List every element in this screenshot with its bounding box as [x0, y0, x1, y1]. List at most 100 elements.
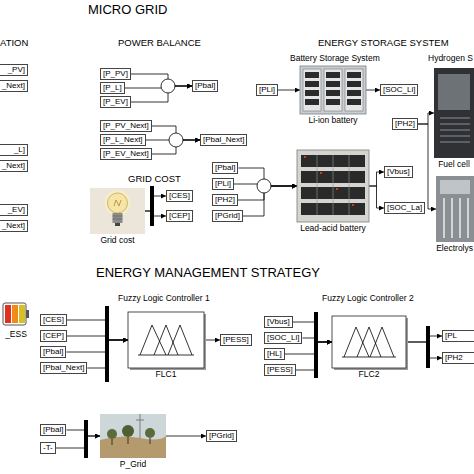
fuel-cell-photo [434, 68, 474, 158]
block-caption: Electrolys [436, 243, 473, 253]
lead-acid-battery-photo [304, 156, 354, 206]
signal-tag: -T- [40, 442, 56, 454]
li-ion-battery-photo [326, 81, 340, 87]
light-bulb [90, 188, 145, 234]
li-ion-battery-photo [347, 81, 361, 87]
li-ion-battery-photo [305, 72, 361, 105]
sum-block [257, 179, 271, 193]
sum-block [161, 79, 175, 93]
electrolyser-photo [436, 176, 474, 242]
section-label: ENERGY STORAGE SYSTEM [318, 38, 449, 48]
tag-text: _PV] [0, 65, 25, 75]
signal-tag: [PESS] [220, 334, 252, 346]
signal-tag: _EV] [0, 204, 28, 216]
tag-text: [Vbus] [267, 317, 290, 327]
lead-acid-battery-photo [304, 156, 306, 158]
li-ion-battery-photo [305, 81, 319, 87]
mux-bar [84, 420, 88, 458]
tag-text: [Pbal] [195, 81, 215, 91]
ess-battery-icon [3, 303, 29, 325]
light-bulb [113, 213, 123, 223]
lead-acid-battery-photo [301, 155, 365, 215]
tag-text: [PLi] [259, 85, 275, 95]
block-caption: FLC1 [156, 369, 177, 379]
signal-line [278, 90, 300, 91]
grid-landscape-photo [107, 429, 117, 439]
lead-acid-battery-photo [297, 150, 369, 222]
tag-text: [Pbal] [215, 163, 235, 173]
li-ion-battery-photo [326, 72, 340, 78]
tag-text: [Pbal_Next] [43, 363, 84, 373]
tag-text: [CEP] [169, 211, 190, 221]
signal-tag: [Vbus] [264, 316, 293, 328]
signal-line [204, 340, 220, 341]
tag-text: [P_EV_Next] [103, 149, 149, 159]
block-image: Lead-acid battery [297, 150, 369, 222]
fuel-cell-photo [440, 118, 470, 142]
block-image: P_Grid [100, 414, 166, 458]
fuel-cell-photo [434, 68, 474, 158]
block-image: Fuel cell [434, 68, 474, 158]
li-ion-battery-photo [324, 69, 342, 111]
signal-tag: [Pbal] [40, 424, 66, 436]
fuzzy-controller-block [138, 325, 194, 355]
tag-text: [PH2] [215, 195, 235, 205]
tag-text: [P_L_Next] [103, 135, 143, 145]
grid-landscape-photo [145, 428, 155, 438]
li-ion-battery-photo [303, 69, 321, 111]
signal-tag: [CEP] [166, 210, 193, 222]
signal-line [296, 342, 332, 370]
tag-text: _EV] [0, 205, 25, 215]
signal-line [243, 186, 297, 216]
signal-line [369, 172, 384, 186]
li-ion-battery-photo [347, 72, 361, 78]
electrolyser-photo [436, 176, 474, 242]
section-label: Fuzzy Logic Controller 2 [322, 294, 414, 303]
tag-text: [P_L] [103, 83, 122, 93]
light-bulb [108, 193, 128, 213]
tag-text: [PH2] [395, 119, 415, 129]
fuel-cell-photo [438, 74, 470, 110]
fuzzy-controller-block [332, 316, 408, 370]
li-ion-battery-photo [345, 69, 363, 111]
signal-line [166, 436, 206, 437]
tag-text: [CEP] [43, 331, 64, 341]
li-ion-battery-photo [300, 66, 366, 114]
signal-tag: [Vbus] [384, 166, 413, 178]
tag-text: [SOC_La] [387, 203, 422, 213]
signal-line [56, 436, 100, 448]
signal-tag: [PL [442, 330, 474, 342]
tag-text: [Pbal_Next] [203, 135, 244, 145]
grid-landscape-photo [100, 414, 166, 458]
tag-text: _Next] [0, 81, 25, 91]
signal-tag: [Pbal_Next] [200, 134, 247, 146]
signal-line [369, 186, 384, 208]
block-caption: _ESS [5, 329, 27, 339]
light-bulb [105, 190, 131, 216]
signal-tag: _L] [0, 144, 28, 156]
tag-text: [SOC_Li] [267, 333, 299, 343]
diagram-title: MICRO GRID [88, 3, 167, 17]
ess-battery-icon [26, 310, 29, 318]
signal-tag: [Pbal] [192, 80, 218, 92]
section-label: Fuzzy Logic Controller 1 [118, 294, 210, 303]
electrolyser-photo [444, 198, 468, 238]
section-label: Battery Storage System [290, 54, 380, 63]
lead-acid-battery-photo [317, 155, 349, 215]
section-label: ATION [0, 38, 28, 48]
tag-text: [CES] [43, 315, 64, 325]
signal-tag: [SOC_Li] [380, 84, 418, 96]
block-caption: Fuel cell [438, 159, 470, 169]
lead-acid-battery-photo [297, 150, 369, 222]
connector-layer [56, 74, 442, 448]
signal-tag: _PV] [0, 64, 28, 76]
ess-battery-icon [5, 305, 11, 323]
tag-text: [Vbus] [387, 167, 410, 177]
grid-landscape-photo [136, 414, 144, 438]
tag-text: [SOC_Li] [383, 85, 415, 95]
block-image: FLC2 [332, 316, 406, 368]
tag-text: [P_PV_Next] [103, 121, 149, 131]
signal-tag: [PH2] [212, 194, 238, 206]
signal-line [145, 196, 166, 211]
